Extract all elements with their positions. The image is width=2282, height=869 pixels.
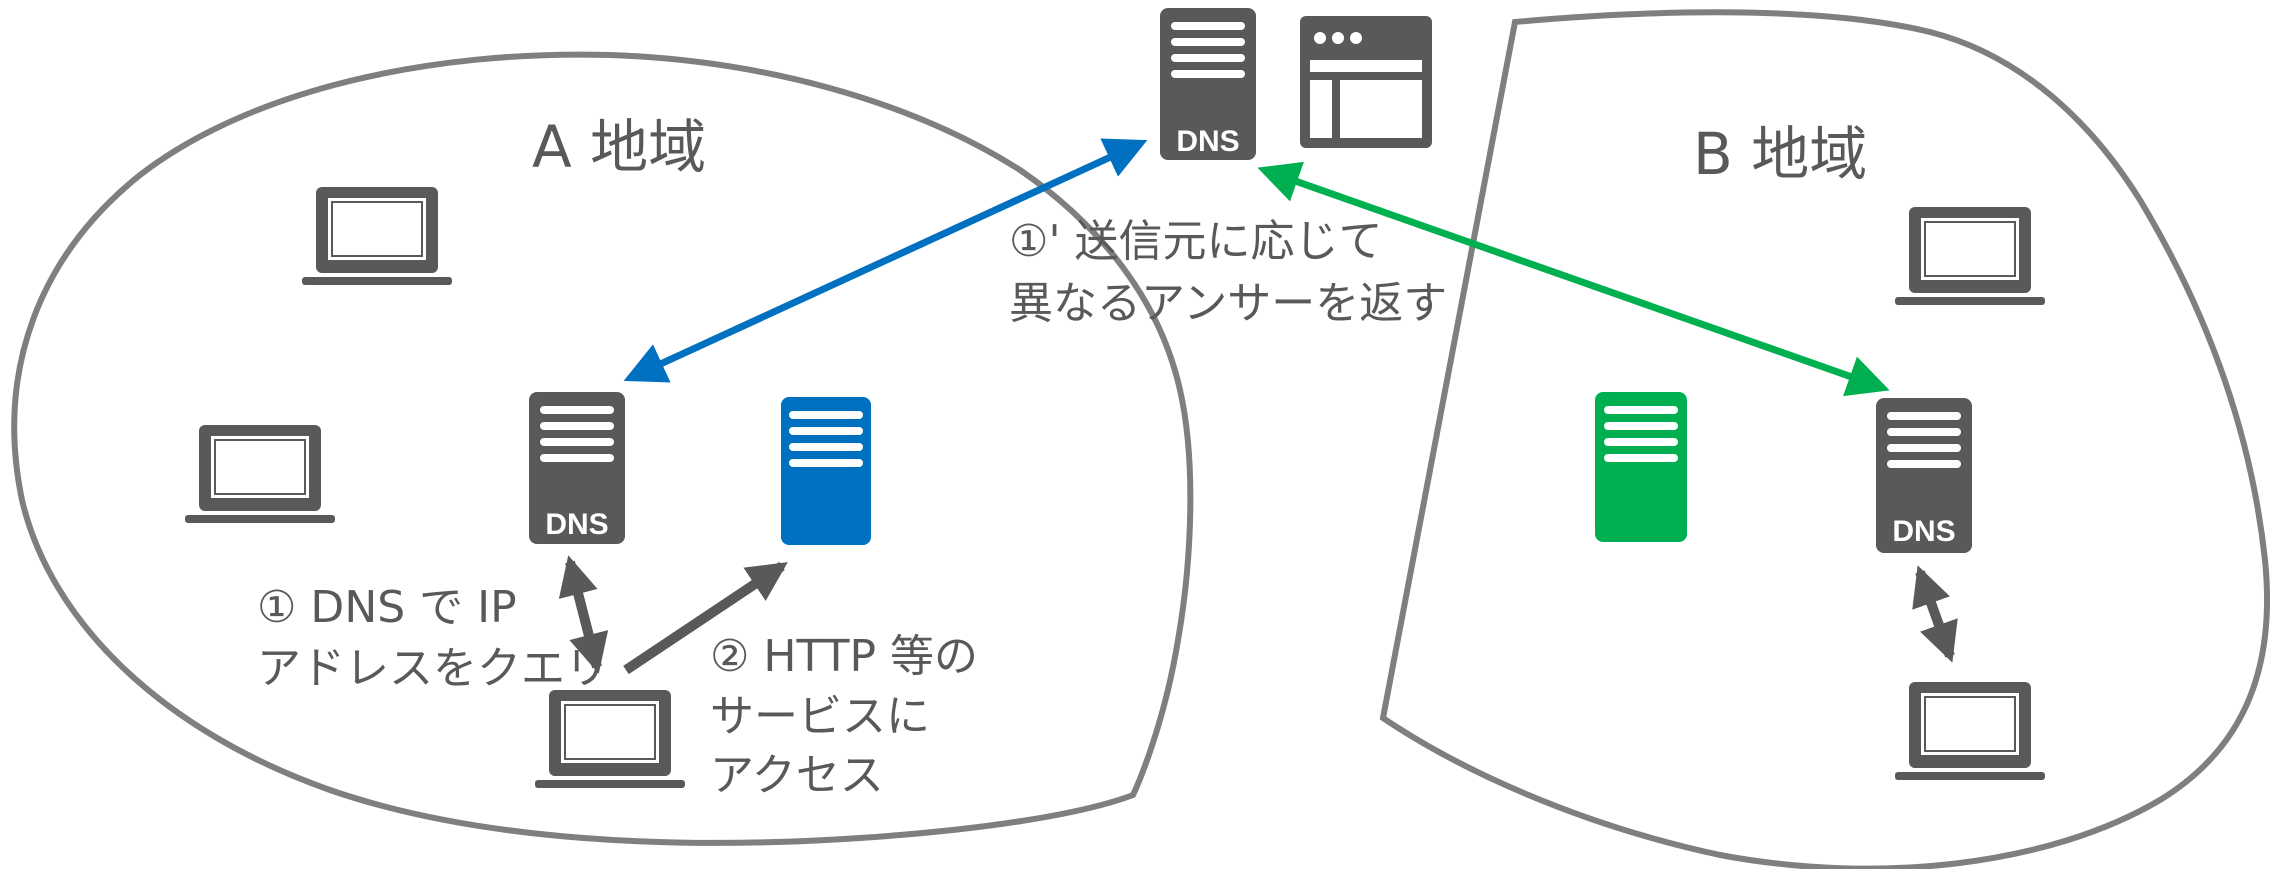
dns-server-label: DNS bbox=[1176, 125, 1239, 158]
blue-response-arrow bbox=[623, 138, 1148, 383]
laptop-icon bbox=[301, 186, 453, 286]
region-b-dns-server-icon: DNS bbox=[1876, 398, 1972, 553]
dns-server-label: DNS bbox=[545, 508, 608, 541]
query-note-line-1: ① DNS で IP bbox=[257, 582, 517, 633]
response-note-line-2: 異なるアンサーを返す bbox=[1009, 278, 1447, 329]
access-note-line-3: アクセス bbox=[710, 750, 884, 801]
region-a-outline bbox=[11, 51, 1194, 846]
laptop-icon bbox=[184, 424, 336, 524]
region-a-dns-server-icon: DNS bbox=[529, 392, 625, 544]
authoritative-dns-server-icon: DNS bbox=[1160, 8, 1256, 160]
query-note-line-2: アドレスをクエリ bbox=[257, 643, 609, 694]
region-a-label: A 地域 bbox=[532, 113, 706, 181]
response-note: ①' 送信元に応じて 異なるアンサーを返す bbox=[1009, 216, 1447, 329]
browser-window-icon bbox=[1300, 16, 1432, 148]
dns-server-label: DNS bbox=[1892, 515, 1955, 548]
access-note-line-2: サービスに bbox=[710, 691, 930, 742]
query-note: ① DNS で IP アドレスをクエリ bbox=[257, 582, 609, 694]
access-note: ② HTTP 等の サービスに アクセス bbox=[710, 631, 992, 801]
laptop-icon bbox=[1894, 681, 2046, 781]
region-a-service-server-icon bbox=[781, 397, 871, 545]
response-note-line-1: ①' 送信元に応じて bbox=[1009, 216, 1383, 267]
access-note-line-1: ② HTTP 等の bbox=[710, 631, 978, 682]
region-b-service-server-icon bbox=[1595, 392, 1687, 542]
green-response-arrow bbox=[1257, 161, 1890, 397]
laptop-icon bbox=[534, 689, 686, 789]
region-b-dns-query-arrow bbox=[1912, 565, 1958, 663]
service-access-arrow bbox=[623, 561, 788, 675]
laptop-icon bbox=[1894, 206, 2046, 306]
region-b-label: B 地域 bbox=[1693, 120, 1867, 188]
region-b-outline bbox=[1379, 9, 2270, 869]
dns-query-arrow bbox=[558, 555, 609, 674]
